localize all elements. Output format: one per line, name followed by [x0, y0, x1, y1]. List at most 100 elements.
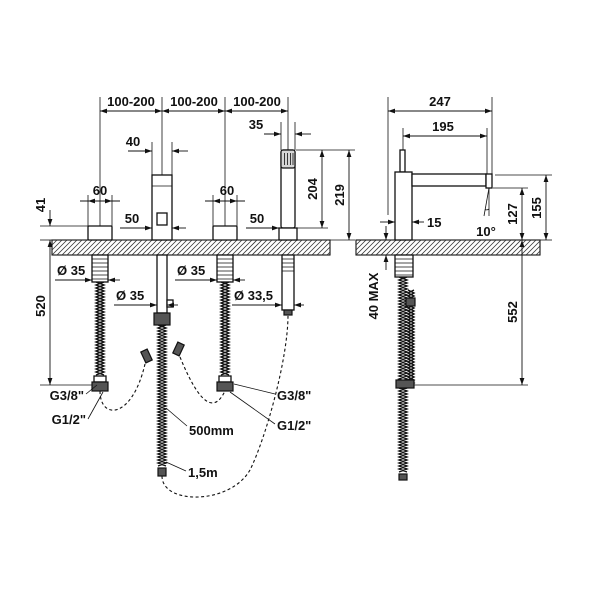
side-spout-tip — [485, 173, 493, 189]
label-valve-height: 41 — [33, 198, 48, 212]
outlet-angle-line — [483, 187, 490, 217]
dim-spacing-2-arrowhead — [218, 108, 225, 114]
right-valve-body — [212, 225, 238, 241]
side-deck-hatch-line — [460, 239, 477, 256]
side-deck-hatch-line — [355, 239, 372, 256]
dim-shower-width-left-arrowhead — [274, 131, 281, 137]
side-deck-hatch-line — [495, 239, 512, 256]
left-valve-fitting — [93, 375, 107, 383]
dim-shower-overall-height-arrowhead — [346, 233, 352, 240]
dim-right-valve-width-arrowhead — [230, 198, 237, 204]
front-deck-hatch-line — [216, 239, 233, 256]
front-deck-hatch-line — [91, 239, 108, 256]
dim-right-valve-shank-b-arrowhead — [233, 277, 240, 283]
front-deck-hatch-line — [251, 239, 268, 256]
dim-overall-height-arrowhead — [543, 175, 549, 182]
dim-spout-base-left-arrowhead — [145, 225, 152, 231]
dim-lever-offset-a-arrowhead — [388, 219, 395, 225]
side-spout-body — [394, 171, 413, 241]
label-shower-height: 204 — [305, 177, 320, 199]
label-left-valve-width: 60 — [93, 183, 107, 198]
label-overall-depth: 247 — [429, 94, 451, 109]
label-left-outlet-thread: G1/2" — [52, 412, 86, 427]
side-deck-hatch-line — [400, 239, 417, 256]
front-deck-hatch-line — [156, 239, 173, 256]
side-deck-hatch-line — [435, 239, 452, 256]
front-deck-hatch-line — [301, 239, 318, 256]
front-deck-hatch-line — [266, 239, 283, 256]
front-deck-hatch-line — [116, 239, 133, 256]
label-spout-hose: 500mm — [189, 423, 234, 438]
dim-overall-depth-arrowhead — [388, 108, 395, 114]
dim-valve-height-arrowhead — [47, 219, 53, 226]
left-supply-hose — [99, 363, 146, 411]
front-deck-hatch-line — [71, 239, 88, 256]
front-deck-hatch-line — [96, 239, 113, 256]
hand-shower-spray-lines — [284, 153, 294, 165]
front-deck-hatch-line — [311, 239, 328, 256]
front-deck-hatch-line — [191, 239, 208, 256]
hand-shower-thread-lines — [282, 258, 294, 272]
label-lever-offset: 15 — [427, 215, 441, 230]
left-valve-body — [87, 225, 113, 241]
side-deck-hatch-line — [385, 239, 402, 256]
dim-shower-shank-b-arrowhead — [294, 302, 301, 308]
front-deck-hatch-line — [121, 239, 138, 256]
front-deck-hatch-line — [261, 239, 278, 256]
front-deck-hatch-line — [161, 239, 178, 256]
front-deck-hatch-line — [166, 239, 183, 256]
side-view-spout — [394, 149, 493, 481]
leader-spout-hose — [165, 407, 188, 427]
label-deck-thickness: 40 MAX — [366, 272, 381, 319]
dim-spacing-1-arrowhead — [155, 108, 162, 114]
side-deck-hatch-line — [365, 239, 382, 256]
label-spout-base: 50 — [125, 211, 139, 226]
dim-spacing-3-arrowhead — [281, 108, 288, 114]
side-deck-hatch-line — [445, 239, 462, 256]
dim-shower-shank-a-arrowhead — [275, 302, 282, 308]
label-spout-reach: 195 — [432, 119, 454, 134]
label-right-outlet-thread: G1/2" — [277, 418, 311, 433]
front-deck-hatch-line — [86, 239, 103, 256]
side-deck-hatch-line — [530, 245, 541, 256]
dim-spout-width-right-arrowhead — [172, 148, 179, 154]
dim-deck-thickness-b-arrowhead — [383, 255, 389, 262]
front-deck-hatch-line — [246, 239, 263, 256]
right-valve-thread-lines — [217, 258, 233, 280]
front-deck-hatch-line — [221, 239, 238, 256]
side-deck-hatch-line — [420, 239, 437, 256]
front-deck-hatch-line — [151, 239, 168, 256]
shower-hose — [161, 314, 289, 498]
side-deck-hatch-line — [535, 250, 541, 256]
leader-left-inlet — [85, 384, 98, 395]
label-spacing-1: 100-200 — [107, 94, 155, 109]
front-deck-hatch-line — [181, 239, 198, 256]
dim-shower-width-right-arrowhead — [295, 131, 302, 137]
front-deck-hatch-line — [51, 239, 58, 246]
front-deck-hatch-line — [276, 239, 293, 256]
dim-outlet-height-arrowhead — [519, 188, 525, 195]
front-deck-hatch-line — [56, 239, 73, 256]
front-deck-hatch-line — [146, 239, 163, 256]
dim-spacing-3-arrowhead — [225, 108, 232, 114]
front-deck-hatch-line — [81, 239, 98, 256]
side-shank-thread-lines — [395, 258, 413, 276]
side-hose-end-cap — [398, 473, 408, 481]
front-deck-hatch-line — [76, 239, 93, 256]
spout-hose — [156, 324, 168, 467]
left-valve-thread-lines — [92, 258, 108, 280]
dim-spout-width-left-arrowhead — [145, 148, 152, 154]
side-deck-hatch-line — [410, 239, 427, 256]
label-right-inlet-thread: G3/8" — [277, 388, 311, 403]
side-deck-hatch-line — [405, 239, 422, 256]
dim-deck-thickness-a-arrowhead — [383, 233, 389, 240]
side-deck-hatch-line — [515, 239, 532, 256]
front-deck-hatch-line — [111, 239, 128, 256]
dim-right-valve-width-arrowhead — [213, 198, 220, 204]
label-shower-width: 35 — [249, 117, 263, 132]
front-deck-hatch-line — [316, 241, 331, 256]
front-deck-hatch-line — [186, 239, 203, 256]
front-deck-hatch-line — [286, 239, 303, 256]
side-deck-hatch-line — [375, 239, 392, 256]
